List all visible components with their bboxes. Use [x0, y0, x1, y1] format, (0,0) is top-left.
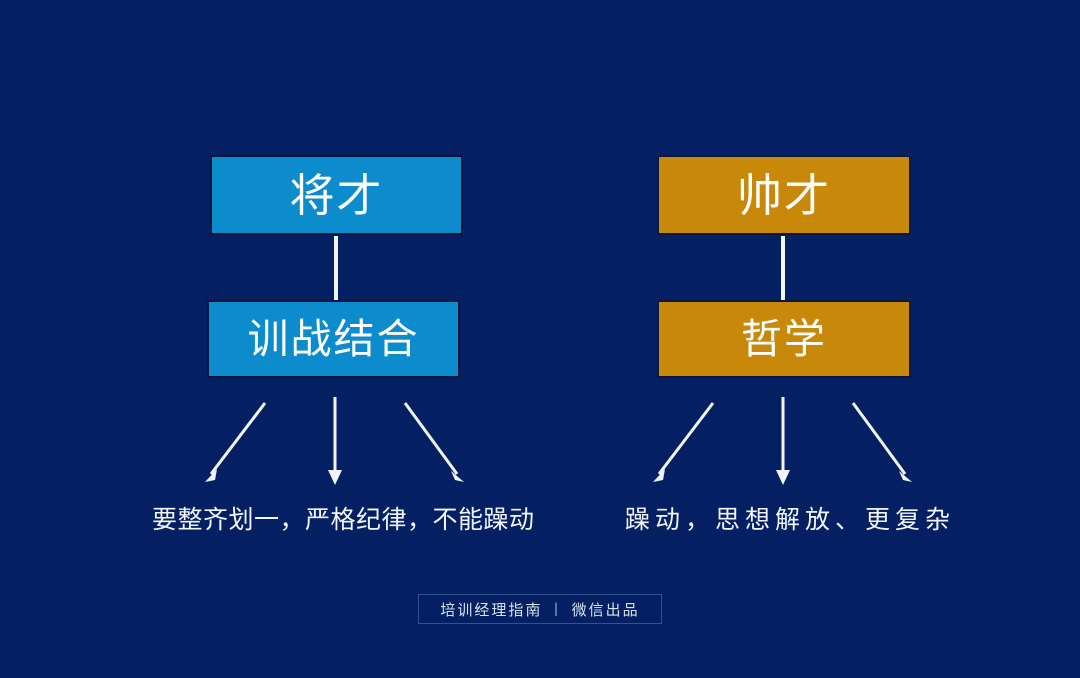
- connector-line-left: [334, 236, 338, 300]
- arrow-shaft-down-left: [209, 402, 267, 475]
- arrow-shaft-down-right: [851, 402, 907, 475]
- caption-left: 要整齐划一，严格纪律，不能躁动: [152, 506, 535, 534]
- footer-source: 微信出品: [571, 602, 640, 619]
- node-box-shuaicai[interactable]: 帅才: [657, 155, 911, 235]
- node-box-xunzhan-jiehe[interactable]: 训战结合: [207, 300, 460, 378]
- caption-right: 躁动，思想解放、更复杂: [625, 506, 956, 534]
- connector-line-right: [781, 236, 785, 300]
- footer-watermark: 培训经理指南 | 微信出品: [418, 594, 662, 624]
- arrow-group-right: [633, 383, 933, 493]
- arrow-head-down-right: [899, 471, 912, 482]
- node-box-jiangcai[interactable]: 将才: [210, 155, 463, 235]
- footer-brand: 培训经理指南: [440, 602, 543, 619]
- arrow-head-down-left: [205, 469, 217, 482]
- arrow-group-left: [185, 383, 485, 493]
- arrow-shaft-down-right: [403, 402, 459, 475]
- arrow-head-down: [776, 470, 790, 485]
- node-label: 帅才: [736, 169, 831, 221]
- node-label: 将才: [289, 169, 384, 221]
- node-label: 哲学: [741, 315, 827, 362]
- arrow-head-down: [328, 470, 342, 485]
- arrow-head-down-left: [653, 469, 665, 482]
- arrow-head-down-right: [451, 471, 464, 482]
- arrow-shaft-down-left: [657, 402, 715, 475]
- node-label: 训战结合: [247, 315, 420, 362]
- node-box-zhexue[interactable]: 哲学: [657, 300, 911, 378]
- footer-divider: |: [554, 600, 560, 617]
